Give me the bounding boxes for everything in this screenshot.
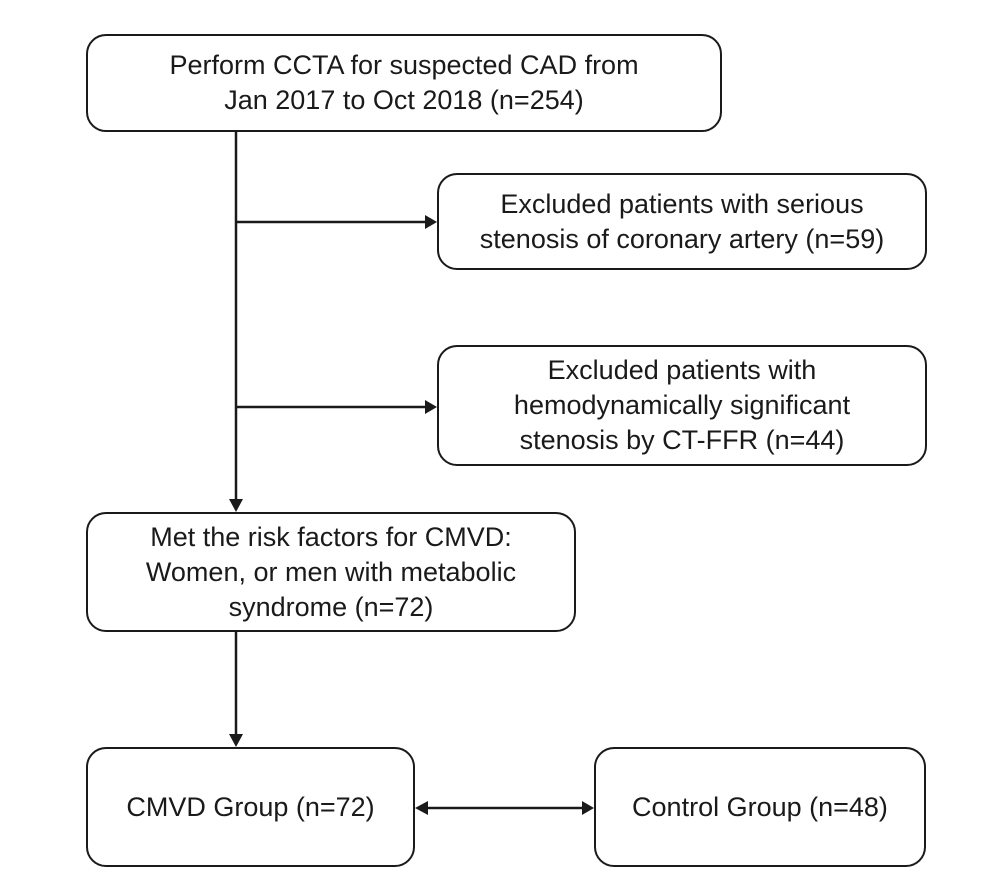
box-text-line: stenosis by CT-FFR (n=44) bbox=[519, 425, 845, 455]
arrowhead-right-to-control bbox=[582, 801, 594, 815]
box-text-line: Excluded patients with serious bbox=[500, 188, 864, 219]
arrowhead-left-to-cmvd bbox=[415, 801, 428, 815]
arrowhead-to-exclusion-1 bbox=[425, 215, 437, 229]
excluded-serious-stenosis-box: Excluded patients with serious stenosis … bbox=[437, 173, 927, 270]
box-text-line: Excluded patients with bbox=[547, 355, 817, 385]
arrowhead-to-cmvd-box bbox=[229, 734, 243, 747]
ccta-screened-box: Perform CCTA for suspected CAD from Jan … bbox=[86, 34, 722, 132]
box-text-line: Control Group (n=48) bbox=[632, 791, 888, 822]
arrowhead-to-exclusion-2 bbox=[425, 400, 437, 414]
box-text-line: stenosis of coronary artery (n=59) bbox=[479, 223, 885, 254]
arrowhead-to-risk-box bbox=[229, 499, 243, 512]
cmvd-risk-factors-box: Met the risk factors for CMVD: Women, or… bbox=[86, 512, 576, 632]
box-text-line: Jan 2017 to Oct 2018 (n=254) bbox=[224, 85, 584, 115]
control-group-box: Control Group (n=48) bbox=[594, 747, 926, 867]
box-text-line: hemodynamically significant bbox=[513, 390, 851, 420]
box-text-line: syndrome (n=72) bbox=[228, 591, 434, 622]
box-text-line: CMVD Group (n=72) bbox=[126, 791, 375, 822]
box-text-line: Perform CCTA for suspected CAD from bbox=[169, 50, 639, 80]
excluded-ct-ffr-box: Excluded patients with hemodynamically s… bbox=[437, 345, 927, 466]
box-text-line: Met the risk factors for CMVD: bbox=[150, 521, 512, 552]
cmvd-group-box: CMVD Group (n=72) bbox=[86, 747, 415, 867]
box-text-line: Women, or men with metabolic bbox=[145, 556, 517, 587]
